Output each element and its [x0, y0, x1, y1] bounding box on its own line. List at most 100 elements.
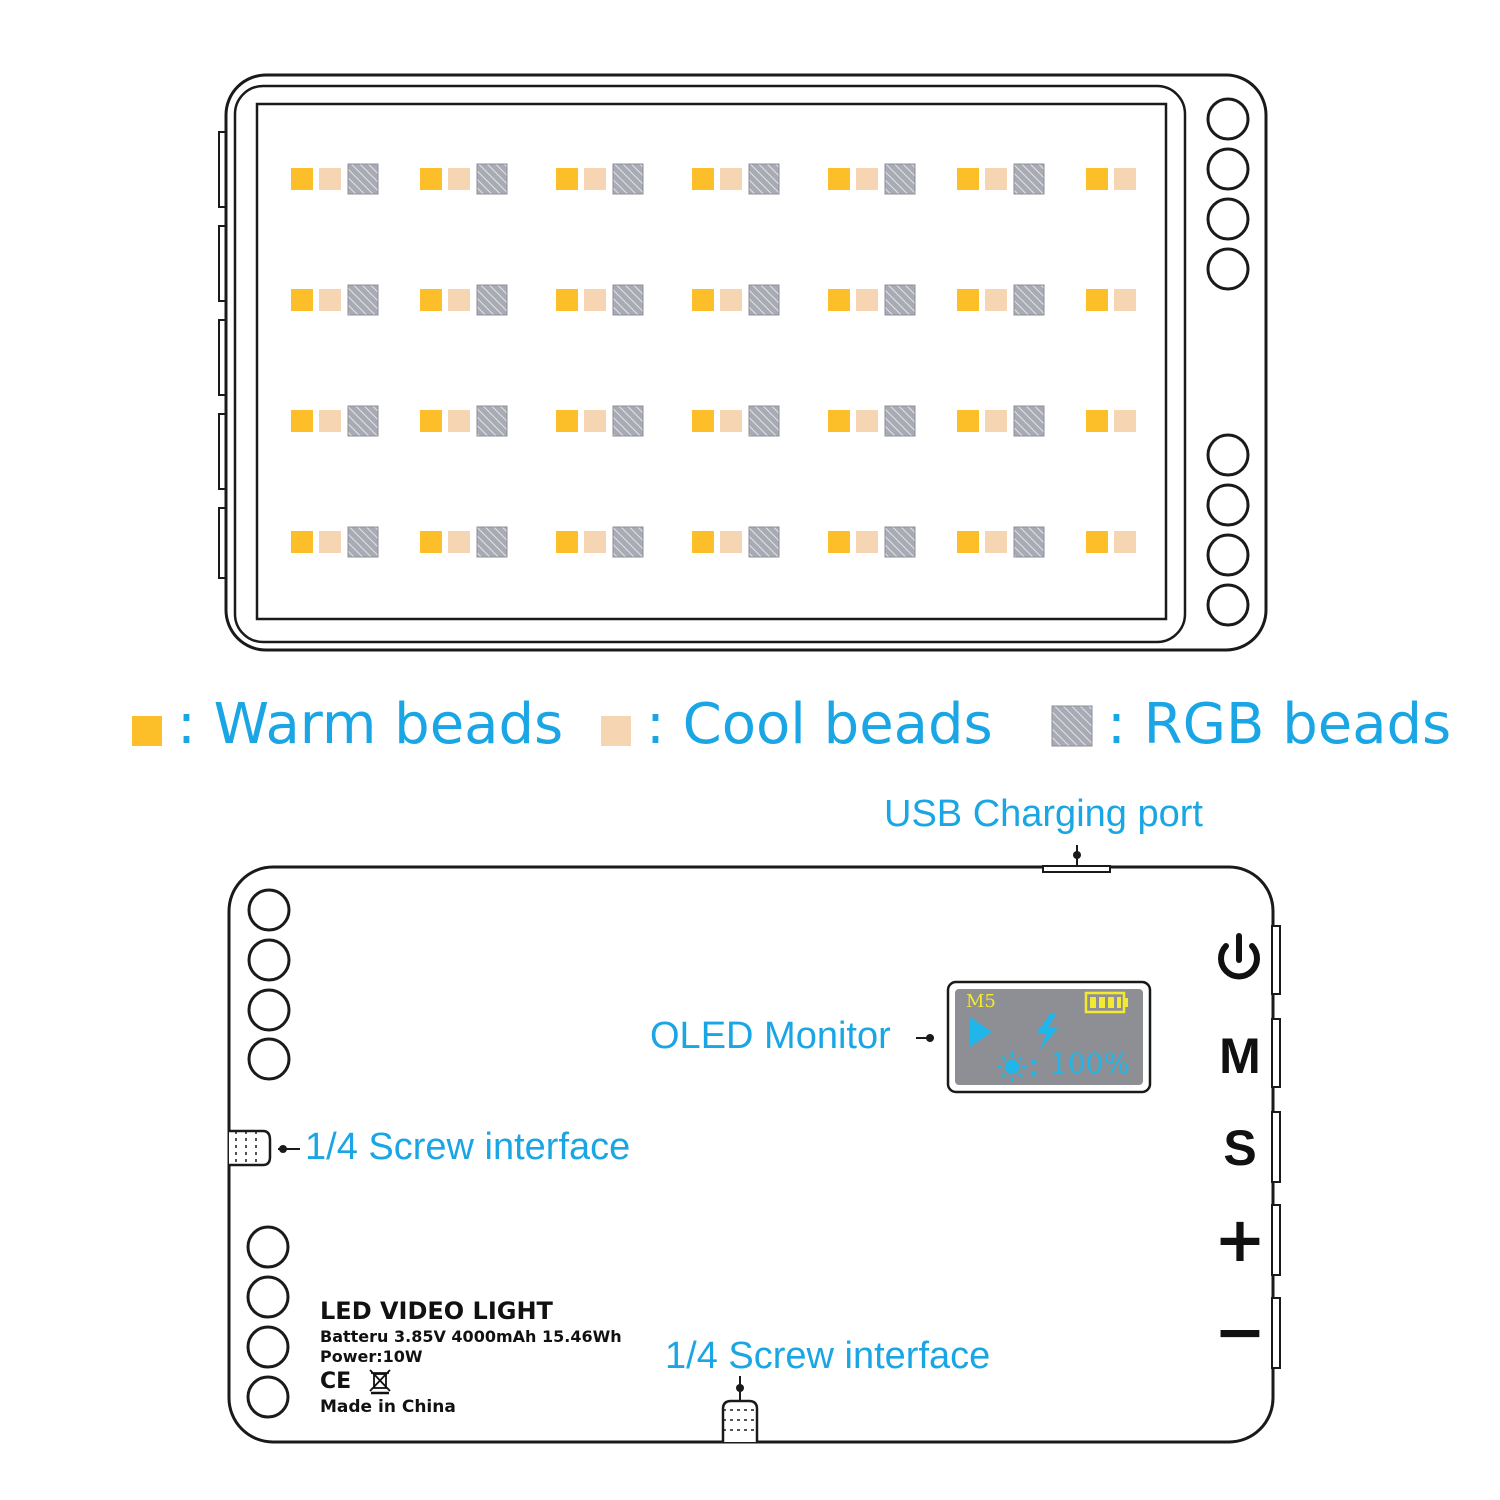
cool-bead — [856, 168, 878, 190]
vent-hole — [1206, 97, 1250, 141]
lightning-icon — [1036, 1014, 1058, 1050]
warm-bead — [692, 289, 714, 311]
cool-bead — [319, 410, 341, 432]
cool-bead — [584, 168, 606, 190]
callout-oled-monitor: OLED Monitor — [650, 1015, 891, 1057]
legend-label-cool: : Cool beads — [646, 692, 993, 757]
warm-bead — [291, 531, 313, 553]
screw-interface-bottom — [721, 1399, 759, 1442]
cool-bead — [1114, 168, 1136, 190]
bead-grid — [291, 163, 1136, 558]
rgb-bead — [347, 284, 379, 316]
minus-button[interactable]: − — [1214, 1295, 1266, 1368]
rgb-bead — [476, 284, 508, 316]
cool-bead — [856, 289, 878, 311]
warm-bead — [957, 410, 979, 432]
warm-bead — [828, 531, 850, 553]
ce-mark: CE — [320, 1369, 352, 1394]
warm-bead — [556, 168, 578, 190]
cool-bead — [720, 289, 742, 311]
cool-bead — [584, 531, 606, 553]
vent-hole — [1206, 247, 1250, 291]
rgb-bead — [476, 405, 508, 437]
rgb-bead — [1013, 163, 1045, 195]
vent-hole — [246, 1375, 290, 1419]
oled-mode: M5 — [966, 991, 996, 1012]
warm-bead — [1086, 289, 1108, 311]
vent-hole — [1206, 533, 1250, 577]
warm-bead — [420, 168, 442, 190]
rgb-bead — [884, 405, 916, 437]
cool-bead — [985, 289, 1007, 311]
warm-bead — [556, 410, 578, 432]
button-tab-mode — [1271, 1018, 1281, 1088]
rgb-bead — [347, 526, 379, 558]
cool-bead — [1114, 531, 1136, 553]
warm-bead — [957, 168, 979, 190]
spec-battery: Batteru 3.85V 4000mAh 15.46Wh — [320, 1327, 622, 1346]
warm-bead — [420, 289, 442, 311]
cool-bead — [720, 531, 742, 553]
mode-button[interactable]: M — [1219, 1028, 1261, 1084]
select-button[interactable]: S — [1223, 1120, 1257, 1176]
rgb-bead — [748, 163, 780, 195]
warm-bead — [556, 289, 578, 311]
power-icon — [1218, 933, 1260, 980]
callout-usb-charging-port: USB Charging port — [884, 793, 1203, 835]
warm-bead — [692, 168, 714, 190]
cool-bead — [319, 168, 341, 190]
plus-button[interactable]: + — [1214, 1203, 1266, 1276]
rgb-bead — [1013, 405, 1045, 437]
cool-bead — [720, 410, 742, 432]
legend-label-warm: : Warm beads — [177, 692, 564, 757]
rgb-bead — [612, 284, 644, 316]
warm-bead — [828, 289, 850, 311]
weee-bin-icon — [369, 1369, 391, 1395]
callout-screw-interface-side: 1/4 Screw interface — [305, 1126, 631, 1168]
vent-hole — [246, 1325, 290, 1369]
vent-hole — [247, 988, 291, 1032]
button-tab-power — [1271, 925, 1281, 995]
spec-origin: Made in China — [320, 1397, 456, 1417]
vent-hole — [1206, 433, 1250, 477]
rgb-bead — [884, 526, 916, 558]
cool-bead — [584, 289, 606, 311]
vent-hole — [1206, 483, 1250, 527]
cool-bead — [319, 531, 341, 553]
spec-title: LED VIDEO LIGHT — [320, 1297, 553, 1325]
rgb-bead — [612, 163, 644, 195]
vent-hole — [1206, 197, 1250, 241]
callout-screw-interface-bottom: 1/4 Screw interface — [665, 1335, 991, 1377]
cool-bead — [856, 410, 878, 432]
vent-hole — [246, 1225, 290, 1269]
cool-bead — [1114, 289, 1136, 311]
warm-bead — [828, 168, 850, 190]
rgb-bead — [884, 284, 916, 316]
rgb-bead — [884, 163, 916, 195]
button-tab-select — [1271, 1111, 1281, 1183]
rgb-bead — [748, 526, 780, 558]
cool-bead — [319, 289, 341, 311]
back-panel — [227, 845, 1281, 1444]
rgb-bead — [476, 163, 508, 195]
front-panel — [218, 73, 1268, 652]
rgb-bead — [748, 284, 780, 316]
battery-icon — [1084, 991, 1128, 1014]
warm-bead — [291, 289, 313, 311]
rgb-bead — [1013, 526, 1045, 558]
warm-bead — [692, 410, 714, 432]
vent-hole — [247, 938, 291, 982]
warm-bead — [291, 410, 313, 432]
rgb-bead — [1013, 284, 1045, 316]
button-tab-plus — [1271, 1204, 1281, 1276]
legend-swatch-rgb — [1051, 705, 1093, 747]
rgb-bead — [476, 526, 508, 558]
cool-bead — [448, 531, 470, 553]
vent-hole — [1206, 147, 1250, 191]
rgb-bead — [748, 405, 780, 437]
legend-label-rgb: : RGB beads — [1107, 692, 1452, 757]
usb-port — [1042, 865, 1111, 873]
legend-swatch-warm — [132, 716, 162, 746]
cool-bead — [584, 410, 606, 432]
